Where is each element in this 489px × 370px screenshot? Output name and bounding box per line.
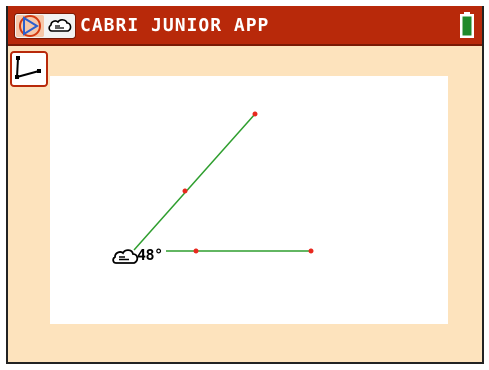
angle-tool-icon [15,56,41,79]
angle-ray-upper [133,113,256,251]
hand-pointer-icon [112,249,139,264]
point-upper-end [252,111,258,117]
point-upper-mid [182,188,188,194]
point-lower-end [308,248,314,254]
point-lower-mid [193,248,199,254]
battery-icon [460,12,474,38]
angle-tool-button[interactable] [10,51,48,87]
drawing-canvas[interactable] [50,76,448,324]
cabri-logo-icon [14,13,76,39]
angle-measurement: 48° [137,246,163,264]
angle-figure [133,111,314,254]
calculator-screen: CABRI JUNIOR APP 48° [6,6,484,364]
angle-value: 48 [137,246,155,264]
title-bar: CABRI JUNIOR APP [8,6,482,46]
app-title: CABRI JUNIOR APP [80,15,270,36]
angle-unit: ° [154,246,163,264]
